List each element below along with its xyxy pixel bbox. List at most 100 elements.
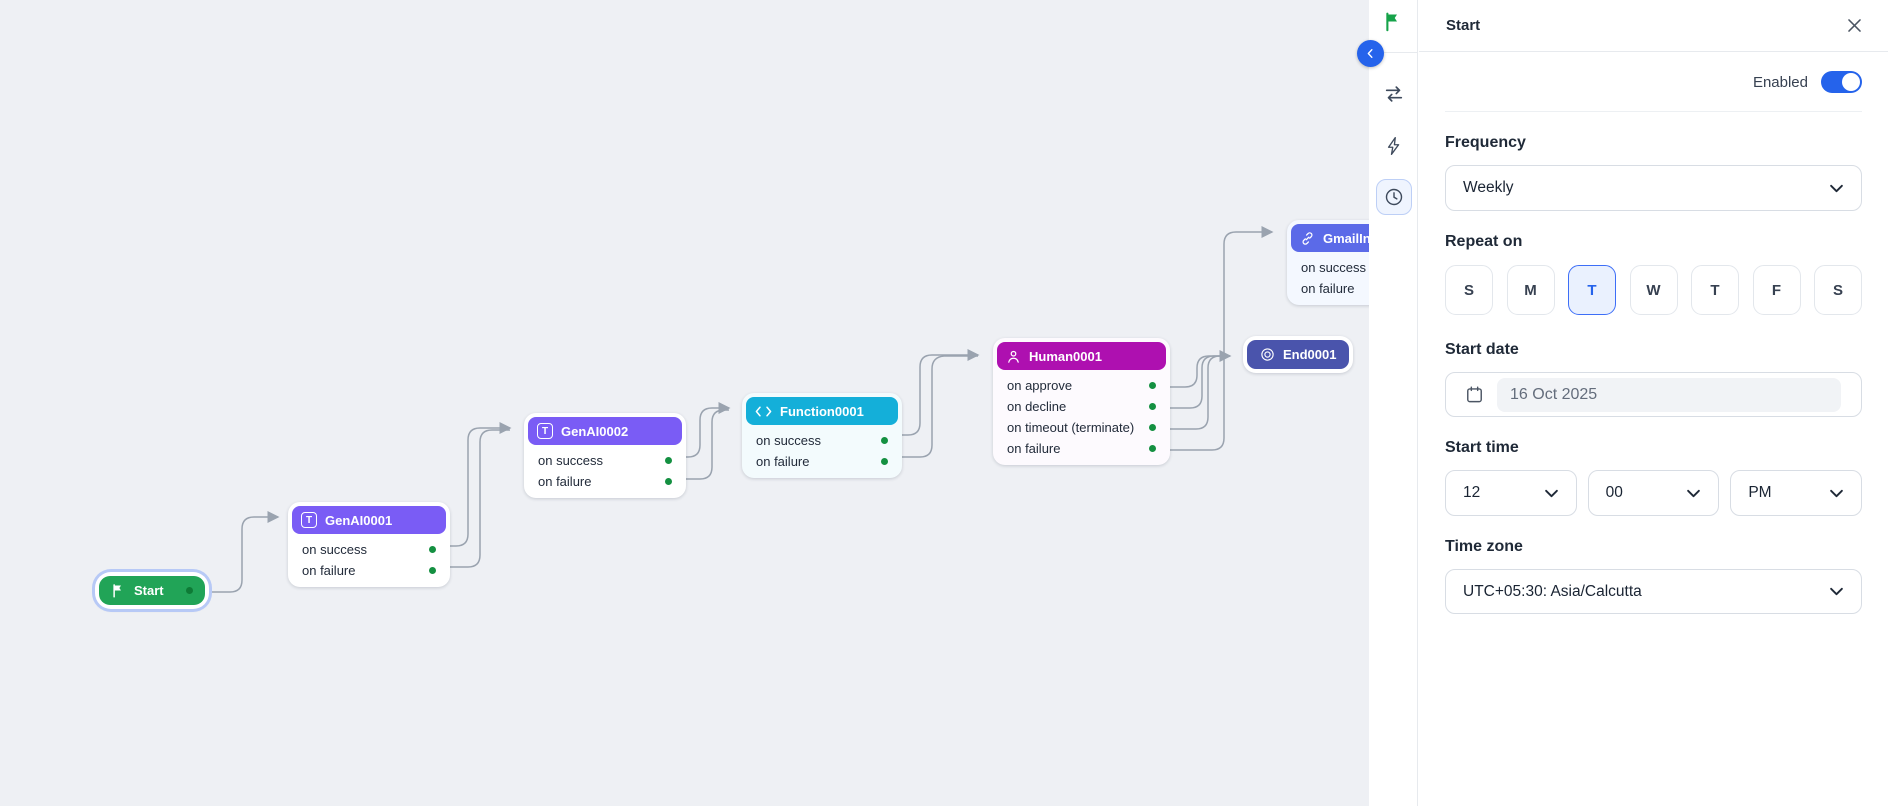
swap-icon[interactable]: [1369, 83, 1418, 105]
port-row: on failure: [998, 438, 1165, 459]
start-date-label: Start date: [1445, 341, 1519, 358]
day-button-monday[interactable]: M: [1506, 265, 1555, 315]
settings-panel: Start Enabled Frequency Weekly Repeat on…: [1419, 0, 1888, 806]
chevron-down-icon: [1830, 184, 1843, 192]
schedule-tool-button[interactable]: [1376, 179, 1412, 215]
output-port[interactable]: [665, 457, 672, 464]
port-label: on failure: [1007, 441, 1061, 456]
edge-genai1-success: [434, 422, 512, 547]
enabled-row: Enabled: [1445, 70, 1862, 94]
node-label: Start: [134, 583, 164, 598]
chevron-down-icon: [1544, 489, 1558, 497]
panel-title: Start: [1446, 17, 1481, 34]
port-label: on failure: [538, 474, 592, 489]
start-time-row: 12 00 PM: [1445, 470, 1863, 516]
port-row: on failure: [1292, 278, 1369, 299]
port-label: on failure: [1301, 281, 1355, 296]
hour-select[interactable]: 12: [1445, 470, 1577, 516]
time-zone-label: Time zone: [1445, 538, 1523, 555]
trigger-flag-icon[interactable]: [1369, 11, 1418, 32]
port-label: on failure: [756, 454, 810, 469]
node-genai0002[interactable]: T GenAI0002 on success on failure: [524, 413, 686, 498]
node-label: End0001: [1283, 347, 1337, 362]
edge-layer: [212, 226, 1274, 593]
day-button-sunday[interactable]: S: [1445, 265, 1493, 315]
meridiem-select[interactable]: PM: [1730, 470, 1863, 516]
day-button-thursday[interactable]: T: [1691, 265, 1739, 315]
enabled-toggle[interactable]: [1821, 71, 1862, 93]
clock-icon: [1385, 188, 1403, 206]
output-port[interactable]: [665, 478, 672, 485]
output-port[interactable]: [429, 567, 436, 574]
frequency-select[interactable]: Weekly: [1445, 165, 1862, 211]
chevron-left-icon: [1367, 49, 1373, 58]
start-date-input[interactable]: 16 Oct 2025: [1445, 372, 1862, 417]
port-row: on failure: [747, 451, 897, 472]
port-row: on success: [747, 430, 897, 451]
minute-select[interactable]: 00: [1587, 470, 1720, 516]
edge-func-success: [888, 349, 980, 436]
start-date-value: 16 Oct 2025: [1497, 377, 1841, 412]
lightning-icon[interactable]: [1369, 136, 1418, 156]
code-icon: [755, 406, 772, 416]
node-label: GenAI0002: [561, 423, 629, 439]
close-icon[interactable]: [1845, 16, 1864, 35]
collapse-panel-button[interactable]: [1357, 40, 1384, 67]
time-zone-value: UTC+05:30: Asia/Calcutta: [1463, 582, 1642, 600]
edge-human-timeout: [1155, 355, 1230, 430]
time-zone-select[interactable]: UTC+05:30: Asia/Calcutta: [1445, 569, 1862, 614]
node-end0001[interactable]: End0001: [1243, 336, 1354, 373]
day-button-friday[interactable]: F: [1752, 265, 1801, 315]
node-label: GmailInt: [1323, 230, 1369, 246]
port-row: on decline: [998, 396, 1165, 417]
chevron-down-icon: [1830, 587, 1843, 596]
frequency-label: Frequency: [1445, 134, 1526, 151]
output-port[interactable]: [1149, 445, 1156, 452]
node-gmailint[interactable]: GmailInt on success on failure: [1287, 220, 1369, 305]
edge-genai2-failure: [670, 409, 729, 480]
edge-func-failure: [888, 355, 978, 458]
day-button-saturday[interactable]: S: [1814, 265, 1862, 315]
minute-value: 00: [1605, 484, 1623, 501]
port-label: on success: [538, 453, 604, 468]
side-toolbar: [1369, 0, 1418, 806]
output-port[interactable]: [881, 458, 888, 465]
output-port[interactable]: [1149, 424, 1156, 431]
node-function0001[interactable]: Function0001 on success on failure: [742, 393, 902, 478]
output-port[interactable]: [429, 546, 436, 553]
output-port[interactable]: [881, 437, 888, 444]
port-row: on success: [1292, 257, 1369, 278]
port-label: on success: [756, 433, 822, 448]
divider: [1369, 52, 1418, 53]
frequency-value: Weekly: [1463, 179, 1514, 196]
port-label: on failure: [302, 563, 356, 578]
edge-human-failure-gmail: [1155, 226, 1274, 451]
calendar-icon: [1467, 386, 1482, 403]
output-port[interactable]: [1149, 382, 1156, 389]
panel-header: Start: [1419, 0, 1888, 52]
text-model-icon: T: [301, 512, 317, 528]
hour-value: 12: [1463, 484, 1481, 501]
flag-icon: [113, 584, 121, 598]
start-time-label: Start time: [1445, 439, 1519, 456]
edge-genai2-success: [670, 402, 731, 458]
port-label: on decline: [1007, 399, 1067, 414]
node-human0001[interactable]: Human0001 on approve on decline on timeo…: [993, 338, 1170, 465]
workflow-canvas[interactable]: Start T GenAI0001 on success on failure: [0, 0, 1369, 806]
day-button-tuesday[interactable]: T: [1568, 265, 1616, 315]
port-label: on approve: [1007, 378, 1073, 393]
node-start[interactable]: Start: [95, 572, 209, 609]
chevron-down-icon: [1687, 489, 1701, 497]
output-port[interactable]: [185, 587, 193, 594]
output-port[interactable]: [1149, 403, 1156, 410]
chevron-down-icon: [1830, 489, 1843, 497]
day-button-wednesday[interactable]: W: [1629, 265, 1678, 315]
node-genai0001[interactable]: T GenAI0001 on success on failure: [288, 502, 450, 587]
node-label: GenAI0001: [325, 512, 393, 528]
port-row: on approve: [998, 375, 1165, 396]
port-label: on success: [302, 542, 368, 557]
link-icon: [1302, 231, 1313, 245]
node-label: Function0001: [780, 403, 864, 419]
edge-human-approve: [1155, 350, 1232, 388]
port-row: on failure: [529, 471, 681, 492]
